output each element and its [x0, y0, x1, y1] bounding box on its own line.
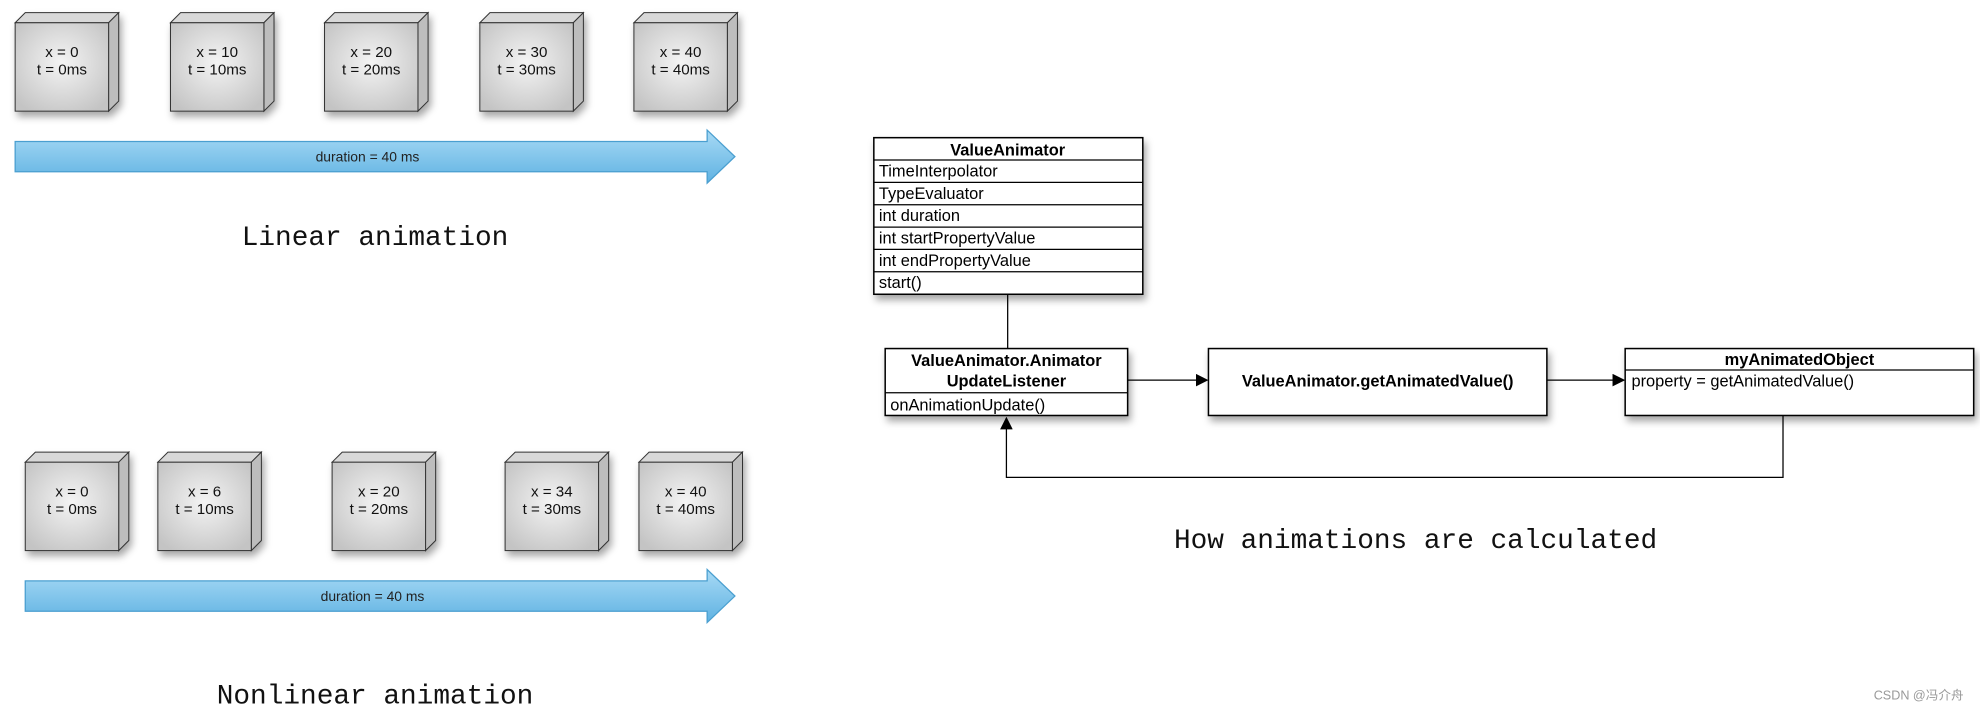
get-animated-value-box [1207, 347, 1548, 417]
box-side-face [250, 450, 262, 552]
value-animator-row: int endPropertyValue [879, 252, 1031, 270]
frame-box: x = 40t = 40ms [632, 11, 739, 113]
frame-x-value: x = 6 [188, 483, 221, 500]
box-side-face [572, 11, 584, 113]
frame-t-value: t = 30ms [497, 62, 556, 79]
box-front-face [14, 22, 110, 112]
frame-box: x = 20t = 20ms [330, 450, 437, 552]
box-front-face [638, 461, 733, 552]
box-side-face [108, 11, 120, 113]
frame-x-value: x = 20 [350, 44, 392, 61]
box-top-face [24, 451, 131, 463]
box-top-face [156, 451, 263, 463]
listener-title-line1: ValueAnimator.Animator [911, 352, 1102, 370]
box-top-face [323, 12, 430, 24]
value-animator-row: int startPropertyValue [879, 229, 1036, 247]
nonlinear-caption: Nonlinear animation [217, 681, 534, 711]
frame-box: x = 0t = 0ms [13, 11, 120, 113]
frame-x-value: x = 40 [660, 44, 702, 61]
arrow-object-to-listener [1000, 415, 1784, 478]
value-animator-row: start() [879, 274, 922, 292]
box-side-face [425, 450, 437, 552]
frame-t-value: t = 10ms [175, 501, 234, 518]
box-front-face [169, 22, 265, 112]
frame-box: x = 20t = 20ms [323, 11, 430, 113]
box-front-face [504, 461, 600, 552]
value-animator-row: int duration [879, 207, 960, 225]
animated-object-title: myAnimatedObject [1725, 351, 1875, 369]
frame-x-value: x = 20 [358, 483, 400, 500]
value-animator-row: TypeEvaluator [879, 185, 984, 203]
box-front-face [633, 22, 728, 112]
frame-t-value: t = 0ms [47, 501, 97, 518]
duration-label: duration = 40 ms [316, 149, 420, 165]
frame-box: x = 34t = 30ms [503, 450, 610, 552]
box-top-face [169, 12, 276, 24]
frame-x-value: x = 34 [531, 483, 573, 500]
box-top-face [13, 12, 120, 24]
frame-t-value: t = 20ms [342, 62, 401, 79]
box-side-face [731, 450, 744, 552]
box-side-face [598, 450, 610, 552]
box-top-face [330, 451, 437, 463]
box-top-face [632, 12, 739, 24]
box-side-face [726, 11, 738, 113]
frame-box: x = 10t = 10ms [169, 11, 276, 113]
box-top-face [478, 12, 585, 24]
box-top-face [637, 451, 744, 463]
box-side-face [118, 450, 130, 552]
frame-box: x = 0t = 0ms [24, 450, 131, 552]
listener-method: onAnimationUpdate() [890, 396, 1045, 414]
value-animator-title: ValueAnimator [950, 141, 1065, 159]
box-front-face [324, 22, 419, 112]
frame-x-value: x = 0 [55, 483, 88, 500]
box-side-face [417, 11, 429, 113]
frame-t-value: t = 40ms [651, 62, 710, 79]
duration-label: duration = 40 ms [321, 588, 425, 604]
uml-caption: How animations are calculated [1174, 526, 1657, 557]
listener-class [884, 347, 1129, 417]
frame-t-value: t = 30ms [523, 501, 582, 518]
frame-t-value: t = 20ms [350, 501, 409, 518]
duration-arrow [14, 128, 736, 185]
linear-caption: Linear animation [242, 223, 509, 254]
frame-t-value: t = 40ms [656, 501, 715, 518]
value-animator-row: TimeInterpolator [879, 162, 998, 180]
box-front-face [157, 461, 252, 552]
value-animator-class [873, 136, 1144, 296]
box-front-face [24, 461, 120, 552]
box-top-face [503, 451, 610, 463]
get-animated-value-title: ValueAnimator.getAnimatedValue() [1242, 372, 1514, 390]
linear-animation-diagram: x = 0t = 0ms x = 10t = 10ms x = 20t = 20ms… [13, 11, 739, 185]
box-front-face [331, 461, 427, 552]
frame-x-value: x = 30 [506, 44, 548, 61]
frame-x-value: x = 0 [45, 44, 78, 61]
frame-t-value: t = 0ms [37, 62, 87, 79]
frame-box: x = 30t = 30ms [478, 11, 585, 113]
frame-box: x = 40t = 40ms [637, 450, 744, 552]
frame-x-value: x = 40 [665, 483, 707, 500]
animated-object-property: property = getAnimatedValue() [1631, 372, 1854, 390]
listener-title-line2: UpdateListener [947, 372, 1067, 390]
box-front-face [479, 22, 574, 112]
watermark: CSDN @冯介舟 [1874, 689, 1964, 703]
frame-t-value: t = 10ms [188, 62, 247, 79]
box-side-face [263, 11, 275, 113]
duration-arrow [24, 568, 736, 625]
frame-x-value: x = 10 [196, 44, 238, 61]
animated-object-class [1624, 347, 1975, 417]
frame-box: x = 6t = 10ms [156, 450, 263, 552]
